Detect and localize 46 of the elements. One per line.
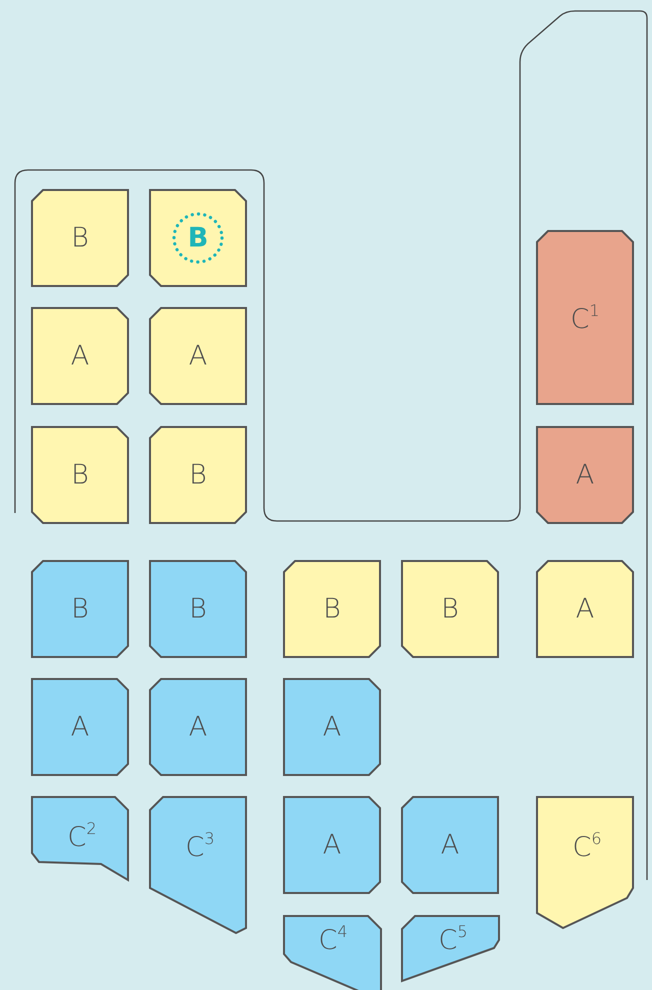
tile (150, 797, 246, 933)
tile-label: B (323, 596, 341, 622)
tile (32, 679, 128, 775)
tile-label: A (70, 714, 90, 740)
tile-label: A (188, 714, 208, 740)
tile-label: C$^{2}$ (67, 821, 97, 851)
tile (284, 797, 380, 893)
tile-label: A (576, 462, 594, 488)
tile-label: A (322, 832, 342, 858)
tile-label: B (188, 224, 208, 252)
tile (32, 308, 128, 404)
tile-label: B (189, 596, 207, 622)
tile-label: C$^{6}$ (572, 831, 602, 861)
tile (150, 427, 246, 523)
tile (402, 561, 498, 657)
tile-label: B (71, 596, 89, 622)
tile-label: B (71, 224, 89, 252)
tile-label: A (188, 342, 208, 370)
tile-label: A (576, 596, 594, 622)
tile-label: B (71, 462, 89, 488)
tile-label: A (70, 342, 90, 370)
tile-label: C$^{4}$ (318, 924, 348, 954)
tile-label: C$^{5}$ (438, 924, 468, 954)
tile (284, 561, 380, 657)
tile (537, 797, 633, 928)
tile-label: C$^{1}$ (570, 303, 600, 333)
tile (537, 561, 633, 657)
tile (537, 231, 633, 404)
tile-label: B (189, 462, 207, 488)
tile (32, 797, 128, 880)
tile-label: A (440, 832, 460, 858)
tile (32, 427, 128, 523)
tile (32, 190, 128, 286)
tile (284, 916, 381, 990)
tile (284, 679, 380, 775)
tile (32, 561, 128, 657)
tile (402, 797, 498, 893)
tile (150, 190, 246, 286)
tile-label: B (441, 596, 459, 622)
tile (150, 679, 246, 775)
tile (150, 561, 246, 657)
tile-label: A (322, 714, 342, 740)
tile (150, 308, 246, 404)
tile (402, 916, 499, 981)
tile (537, 427, 633, 523)
tile-label: C$^{3}$ (185, 831, 215, 861)
